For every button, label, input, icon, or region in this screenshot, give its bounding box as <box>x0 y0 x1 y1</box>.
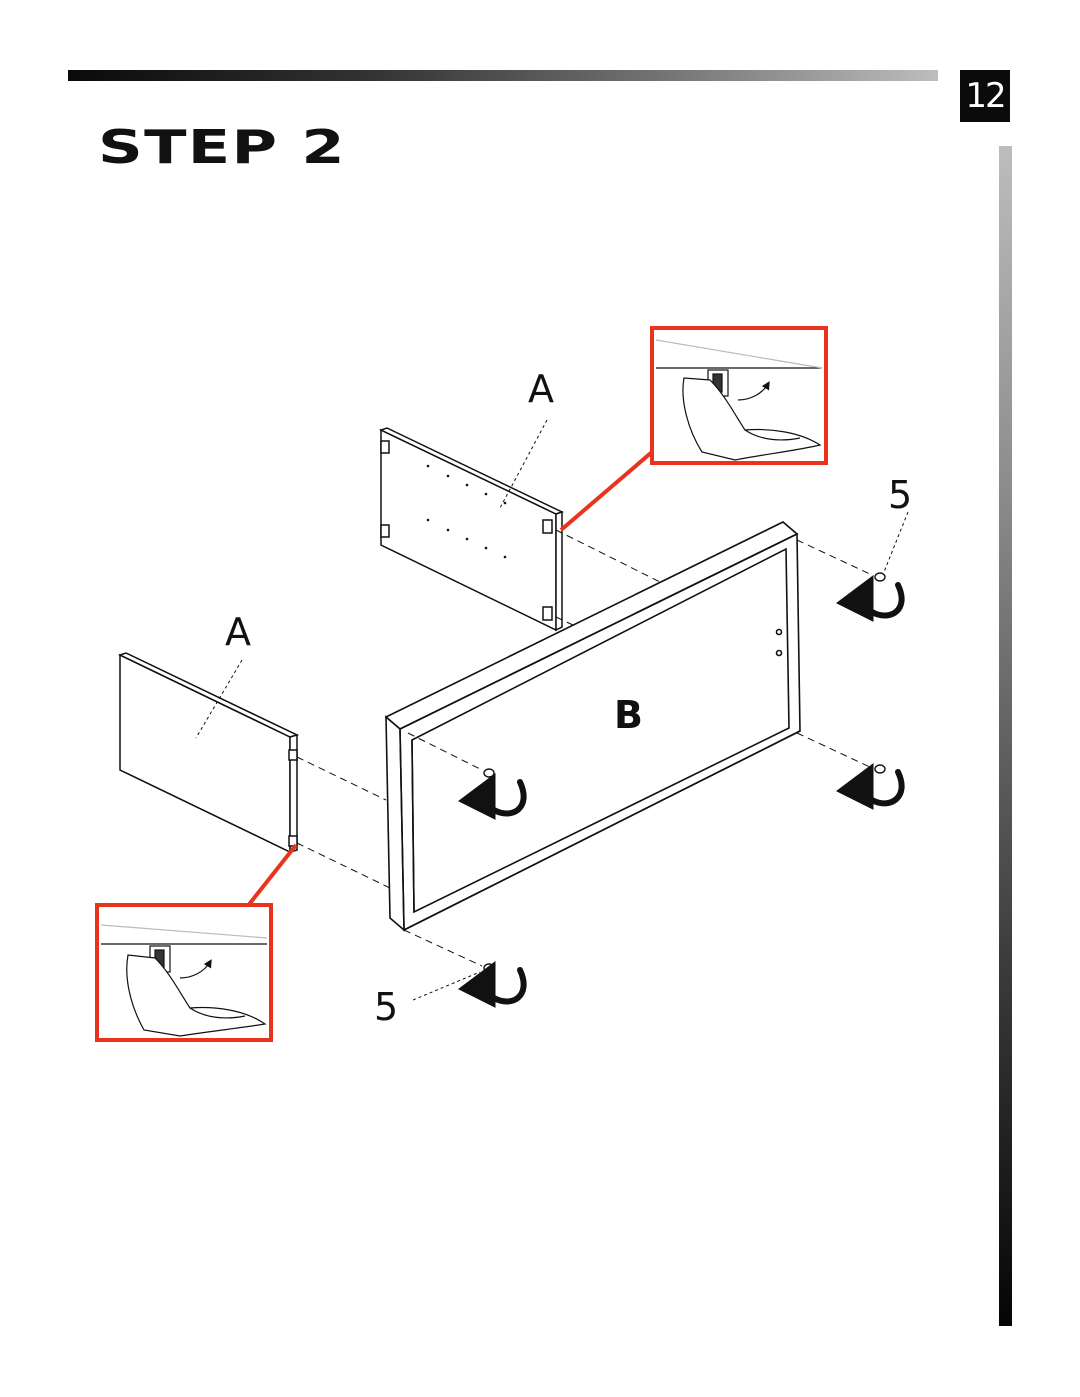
panel-a-bottom <box>118 652 300 854</box>
label-panel-top: A <box>528 367 554 411</box>
hand-turn-cam-lock-icon <box>100 924 268 1037</box>
hand-turn-cam-lock-icon <box>655 339 823 461</box>
label-panel-bottom: A <box>225 610 251 654</box>
header-rule <box>68 70 938 81</box>
label-screw-bottom: 5 <box>374 985 398 1029</box>
rotate-arrow-icon <box>457 574 905 1008</box>
callout-connector-top <box>559 450 654 532</box>
callout-connector-bottom <box>245 843 298 909</box>
label-frame: B <box>614 693 643 737</box>
step-title: STEP 2 <box>98 120 346 174</box>
guide-lines <box>195 419 909 1001</box>
callout-detail-bottom <box>95 903 273 1042</box>
page-number: 12 <box>960 70 1010 122</box>
label-screw-top: 5 <box>888 473 912 517</box>
screws <box>483 572 886 973</box>
callout-detail-top <box>650 326 828 465</box>
frame-b <box>384 521 801 932</box>
panel-a-top <box>379 427 564 632</box>
side-rule <box>999 146 1012 1326</box>
